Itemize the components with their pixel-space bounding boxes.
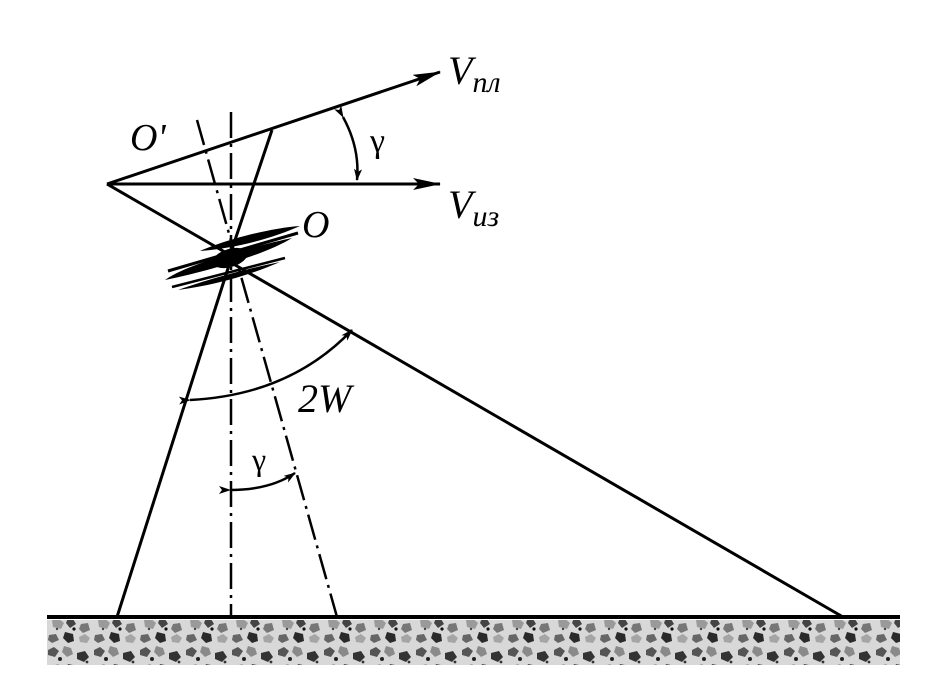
fov-right-ray bbox=[229, 260, 844, 619]
o-label: O bbox=[302, 204, 329, 246]
v-pl-vector bbox=[106, 70, 441, 186]
o-prime-label: O' bbox=[130, 117, 166, 159]
lens-icon bbox=[165, 226, 300, 290]
two-w-label: 2W bbox=[298, 376, 355, 421]
tilted-optical-axis bbox=[195, 119, 339, 618]
two-w-arc bbox=[178, 329, 353, 405]
gamma-bottom-arc bbox=[218, 471, 296, 495]
v-pl-label: Vпл bbox=[448, 48, 501, 99]
apex-to-lens-line bbox=[106, 182, 231, 257]
v-iz-label: Vиз bbox=[448, 182, 499, 233]
fov-left-ray bbox=[115, 261, 232, 618]
upper-ray bbox=[228, 129, 274, 256]
ground-texture bbox=[47, 620, 900, 665]
gamma-top-arc bbox=[334, 105, 363, 181]
gamma-top-label: γ bbox=[369, 123, 385, 160]
gamma-bottom-label: γ bbox=[251, 441, 266, 477]
